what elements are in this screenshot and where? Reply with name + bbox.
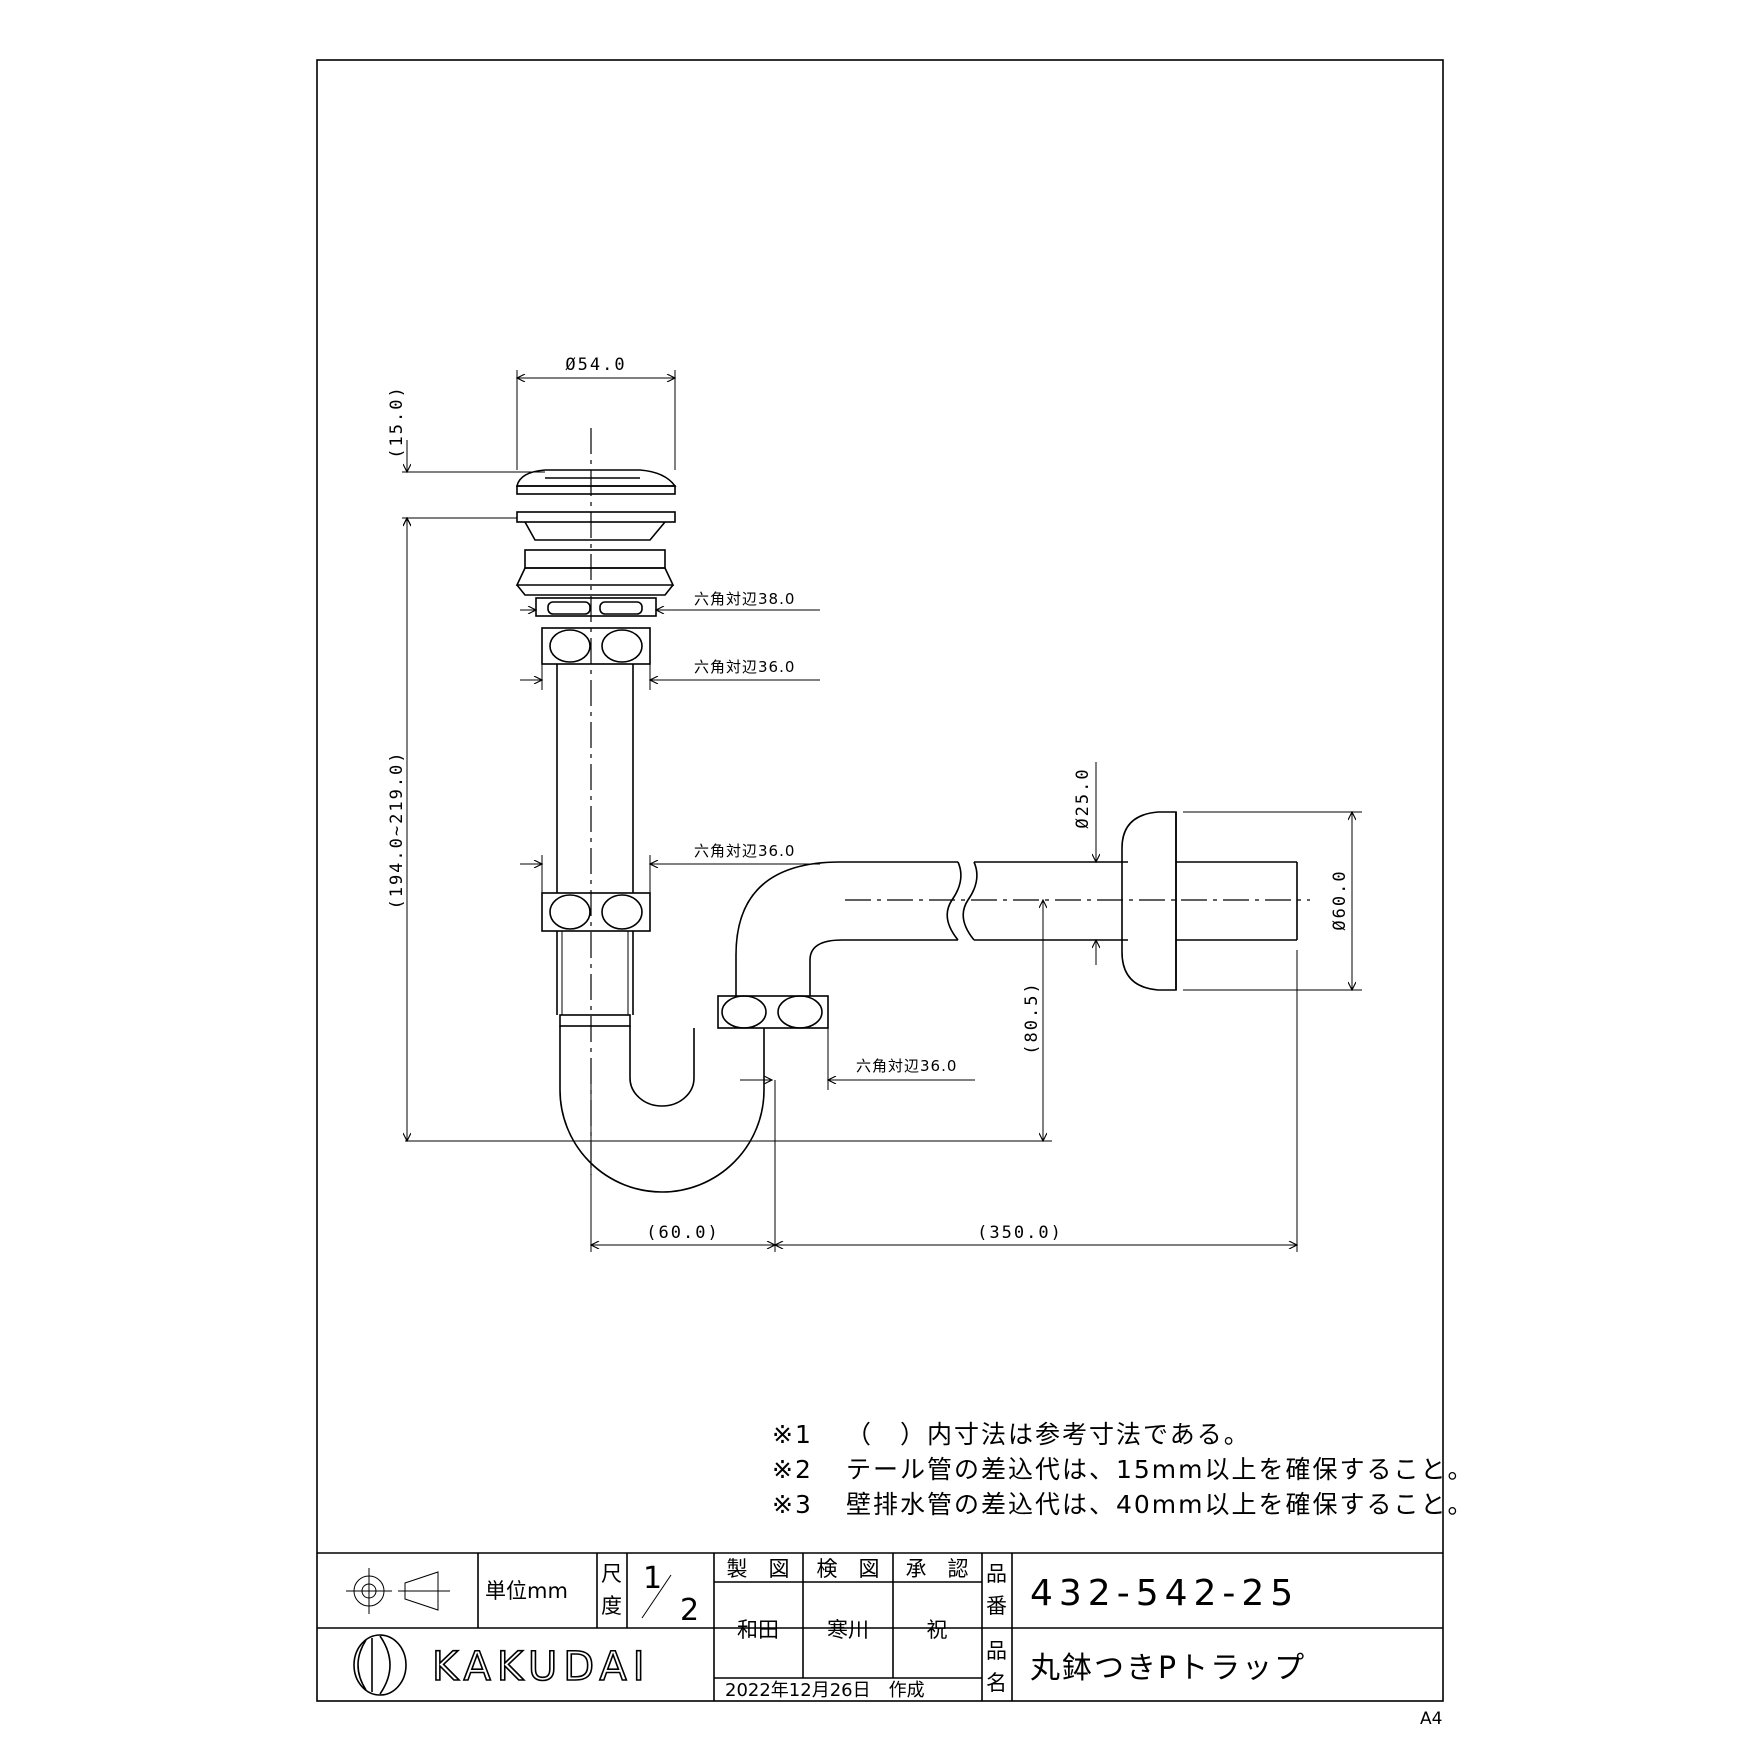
checked-label: 検 図 [817, 1557, 880, 1581]
drawn-label: 製 図 [727, 1557, 790, 1581]
scale-numerator: 1 [643, 1561, 664, 1596]
dim-flange-diameter: Ø60.0 [1330, 869, 1350, 930]
part-name-label-2: 名 [986, 1671, 1007, 1695]
dim-hex-nut-trap: 六角対辺36.0 [856, 1057, 957, 1075]
company-name: KAKUDAI [432, 1644, 651, 1690]
sheet-size: A4 [1420, 1709, 1442, 1729]
part-number: 432-542-25 [1030, 1573, 1299, 1614]
creation-date: 2022年12月26日 作成 [725, 1680, 925, 1701]
unit-label: 単位mm [485, 1579, 568, 1603]
part-name-label-1: 品 [986, 1639, 1007, 1663]
dim-cap-diameter: Ø54.0 [565, 355, 626, 375]
title-block: KAKUDAI 単位mm 尺 度 1 2 製 図 検 図 承 認 和田 寒川 祝… [317, 1552, 1443, 1701]
scale-label-1: 尺 [601, 1562, 622, 1586]
third-angle-projection-icon [346, 1568, 450, 1614]
dim-hex-nut-upper: 六角対辺36.0 [694, 658, 795, 676]
dim-wall-pipe-diameter: Ø25.0 [1073, 767, 1093, 828]
note-2-mark: ※2 [772, 1455, 813, 1484]
dim-cap-height: (15.0) [387, 385, 407, 458]
note-3-text: 壁排水管の差込代は、40mm以上を確保すること。 [846, 1490, 1475, 1519]
scale-label-2: 度 [601, 1594, 622, 1618]
note-3-mark: ※3 [772, 1490, 813, 1519]
p-trap-assembly [515, 428, 1310, 1193]
checked-by: 寒川 [827, 1618, 869, 1642]
scale-denominator: 2 [680, 1593, 701, 1628]
dim-total-height: (194.0~219.0) [387, 750, 407, 909]
note-1-mark: ※1 [772, 1420, 813, 1449]
kakudai-logo [353, 1634, 407, 1696]
note-2-text: テール管の差込代は、15mm以上を確保すること。 [846, 1455, 1475, 1484]
dimension-lines [402, 370, 1362, 1252]
note-1-text: （ ）内寸法は参考寸法である。 [846, 1420, 1251, 1449]
approved-by: 祝 [927, 1618, 948, 1642]
dim-hex-nut-top: 六角対辺38.0 [694, 590, 795, 608]
approved-label: 承 認 [906, 1557, 969, 1581]
part-no-label-2: 番 [986, 1594, 1007, 1618]
dim-horizontal-length: (350.0) [977, 1223, 1063, 1243]
part-name: 丸鉢つきPトラップ [1030, 1651, 1306, 1686]
drawn-by: 和田 [737, 1618, 779, 1642]
notes: ※1 （ ）内寸法は参考寸法である。 ※2 テール管の差込代は、15mm以上を確… [772, 1420, 1475, 1519]
dim-hex-nut-middle: 六角対辺36.0 [694, 842, 795, 860]
part-no-label-1: 品 [986, 1562, 1007, 1586]
drawing-frame [316, 59, 1444, 1702]
dim-trap-width: (60.0) [646, 1223, 719, 1243]
dim-trap-height: (80.5) [1022, 981, 1042, 1054]
